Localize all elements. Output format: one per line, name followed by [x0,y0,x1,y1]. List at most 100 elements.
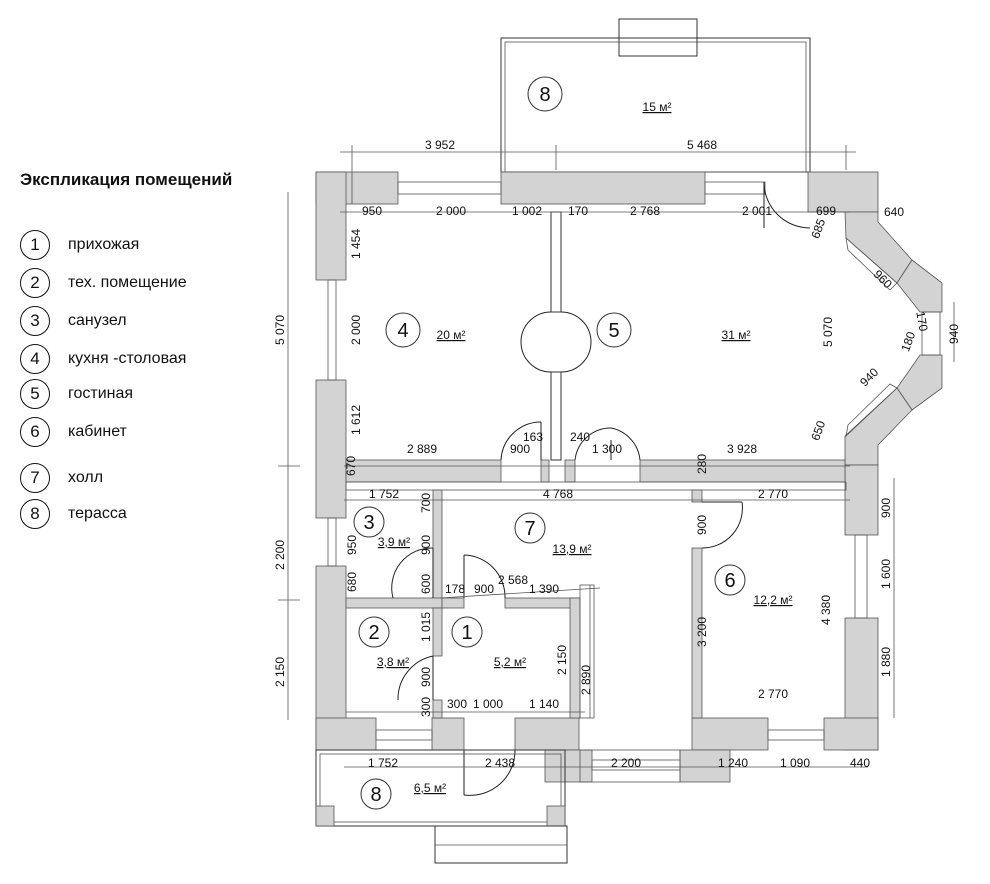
area-tech: 3,8 м² [377,655,409,669]
room-labels: 8 15 м² 4 20 м² 5 31 м² 3 3,9 м² 7 13,9 … [353,76,792,810]
legend-item-number: 3 [20,306,50,336]
dimension-label: 4 768 [543,487,573,501]
dimension-label: 2 000 [436,204,466,218]
room-6: 6 [714,564,746,596]
dimension-label: 1 752 [368,756,398,770]
dimension-label: 950 [362,204,382,218]
dimension-label: 1 140 [529,697,559,711]
dimension-label: 4 380 [819,595,833,625]
dimension-label: 2 200 [611,756,641,770]
svg-text:6: 6 [724,570,735,592]
dimension-label: 2 768 [630,204,660,218]
legend-item-label: тех. помещение [68,274,187,291]
dimension-label: 940 [857,365,881,389]
room-1: 1 [451,616,483,648]
dimension-label: 2 568 [498,573,528,587]
dimension-text: 3 952 5 468 950 2 000 1 002 170 2 768 2 … [273,138,961,770]
room-2: 2 [358,616,390,648]
svg-text:2: 2 [368,622,379,644]
room-4: 4 [385,312,421,348]
dimension-label: 280 [695,454,709,474]
legend-item-number: 4 [20,344,50,374]
terrace-bottom [315,749,568,864]
dimension-label: 1 240 [718,756,748,770]
legend-item-label: кабинет [68,423,127,440]
dimension-label: 5 070 [273,315,287,345]
dimension-label: 440 [850,756,870,770]
walls [315,171,943,783]
dimension-label: 900 [419,667,433,687]
svg-text:7: 7 [524,518,535,540]
dimension-label: 5 070 [821,317,835,347]
legend-item: 3 санузел [20,304,127,338]
legend-item: 8 терасса [20,497,127,531]
legend-item-number: 1 [20,230,50,260]
dimension-label: 1 000 [473,697,503,711]
area-hall: 13,9 м² [553,542,592,556]
legend-item-label: кухня -столовая [68,350,187,367]
room-5: 5 [596,312,632,348]
legend-item-label: санузел [68,312,127,329]
svg-text:5: 5 [608,320,619,342]
legend-item-number: 7 [20,463,50,493]
dimension-label: 1 600 [879,559,893,589]
dimension-label: 2 000 [349,315,363,345]
dimension-label: 680 [345,572,359,592]
area-kitchen: 20 м² [437,328,466,342]
dimension-label: 1 752 [369,487,399,501]
dimension-label: 1 454 [349,229,363,259]
legend-item: 7 холл [20,461,103,495]
dimension-label: 940 [947,324,961,344]
dimension-label: 3 200 [695,617,709,647]
dimension-label: 180 [898,330,918,354]
dimension-label: 1 015 [419,612,433,642]
dimension-label: 1 880 [879,647,893,677]
dimension-label: 2 001 [742,204,772,218]
dimension-label: 699 [816,204,836,218]
dimension-label: 1 390 [529,582,559,596]
dimension-label: 5 468 [687,138,717,152]
dimension-label: 3 952 [425,138,455,152]
legend-item: 4 кухня -столовая [20,342,186,376]
room-7: 7 [514,512,546,544]
dimension-label: 300 [447,697,467,711]
legend-item-label: гостиная [68,385,134,402]
legend-item-number: 6 [20,417,50,447]
dimension-label: 640 [884,205,904,219]
doors [391,181,811,796]
dimension-label: 1 002 [512,204,542,218]
dimension-label: 650 [808,419,828,443]
dimension-label: 1 090 [780,756,810,770]
dimension-label: 900 [419,535,433,555]
dimension-lines [278,145,955,768]
legend-item-label: терасса [68,505,127,522]
svg-text:1: 1 [461,622,472,644]
dimension-label: 900 [879,498,893,518]
legend-item-label: прихожая [68,236,140,253]
legend-item: 1 прихожая [20,228,139,262]
area-terrace-bottom: 6,5 м² [414,781,446,795]
legend-item-label: холл [68,469,104,486]
svg-text:3: 3 [363,512,374,534]
legend-item-number: 2 [20,268,50,298]
dimension-label: 670 [344,456,358,476]
dimension-label: 170 [913,310,930,332]
dimension-label: 600 [419,574,433,594]
legend-item-number: 8 [20,499,50,529]
dimension-label: 3 928 [727,442,757,456]
room-3: 3 [353,506,385,538]
dimension-label: 2 889 [407,442,437,456]
dimension-label: 2 150 [273,657,287,687]
legend-item-number: 5 [20,379,50,409]
svg-text:8: 8 [370,784,381,806]
area-entry: 5,2 м² [494,655,526,669]
dimension-label: 2 770 [758,687,788,701]
dimension-label: 900 [695,515,709,535]
legend-item: 2 тех. помещение [20,266,187,300]
dimension-label: 700 [419,493,433,513]
partitions [345,211,847,783]
dimension-label: 1 612 [349,405,363,435]
dimension-label: 163 [523,430,543,444]
svg-text:8: 8 [539,84,550,106]
